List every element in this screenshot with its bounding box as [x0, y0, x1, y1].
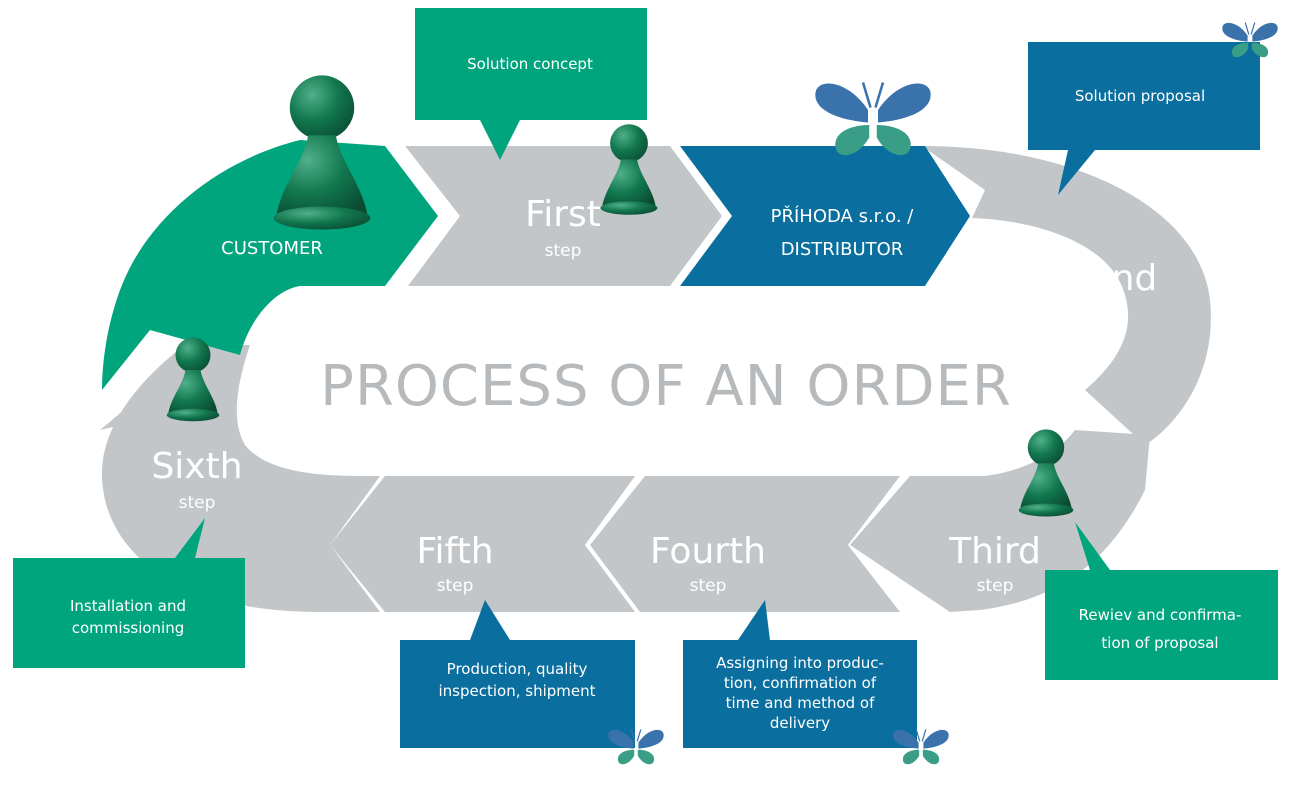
- customer-label: CUSTOMER: [221, 238, 323, 259]
- third-step-arrow: [850, 430, 1150, 612]
- callout-assigning-line1: Assigning into produc-: [716, 654, 884, 672]
- distributor-arrow: [680, 146, 970, 286]
- fourth-step-sub: step: [690, 576, 727, 596]
- fifth-step-name: Fifth: [416, 531, 493, 572]
- sixth-step-name: Sixth: [151, 446, 242, 487]
- sixth-step-sub: step: [179, 493, 216, 513]
- callout-solution-concept-text: Solution concept: [467, 55, 593, 73]
- callout-solution-proposal: Solution proposal: [1028, 42, 1260, 195]
- distributor-label-line1: PŘÍHODA s.r.o. /: [771, 205, 915, 227]
- diagram-title: PROCESS OF AN ORDER: [320, 354, 1012, 419]
- third-step-name: Third: [948, 531, 1041, 572]
- callout-installation: Installation and commissioning: [13, 518, 245, 668]
- callout-production-line1: Production, quality: [447, 660, 588, 678]
- fourth-step-name: Fourth: [650, 531, 766, 572]
- customer-arrow: [102, 140, 438, 390]
- callout-installation-line1: Installation and: [70, 597, 186, 615]
- second-step-name: Second: [1025, 258, 1158, 299]
- fifth-step-sub: step: [437, 576, 474, 596]
- callout-production-line2: inspection, shipment: [439, 682, 596, 700]
- callout-assigning-line4: delivery: [770, 714, 830, 732]
- callout-installation-line2: commissioning: [72, 619, 185, 637]
- callout-assigning-line3: time and method of: [726, 694, 876, 712]
- distributor-label-line2: DISTRIBUTOR: [781, 239, 904, 260]
- first-step-sub: step: [545, 241, 582, 261]
- second-step-sub: step: [1073, 305, 1110, 325]
- callout-solution-concept: Solution concept: [415, 8, 647, 160]
- callout-assigning-line2: tion, confirmation of: [724, 674, 877, 692]
- third-step-sub: step: [977, 576, 1014, 596]
- callout-production: Production, quality inspection, shipment: [400, 600, 635, 748]
- fourth-step-arrow: [590, 476, 900, 612]
- callout-assigning: Assigning into produc- tion, confirmatio…: [683, 600, 917, 748]
- callout-review-line2: tion of proposal: [1101, 634, 1218, 652]
- fifth-step-arrow: [330, 476, 635, 612]
- callout-review: Rewiev and confirma- tion of proposal: [1045, 522, 1278, 680]
- callout-review-line1: Rewiev and confirma-: [1079, 606, 1242, 624]
- callout-solution-proposal-text: Solution proposal: [1075, 87, 1205, 105]
- second-step-arrow: [922, 146, 1211, 445]
- first-step-name: First: [525, 194, 601, 235]
- butterfly-icon: [814, 81, 932, 157]
